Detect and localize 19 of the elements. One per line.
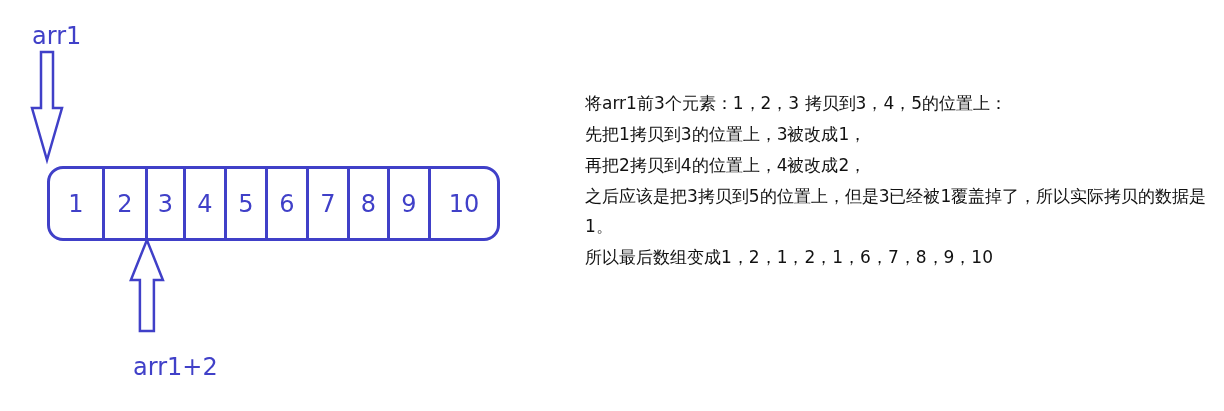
note-text: 将arr1前3个元素：1，2，3 拷贝到3，4，5的位置上： bbox=[585, 92, 1009, 115]
array-cell: 3 bbox=[145, 169, 183, 238]
array-cell: 9 bbox=[387, 169, 428, 238]
array-box bbox=[47, 166, 500, 241]
note-text: 先把1拷贝到3的位置上，3被改成1， bbox=[585, 123, 868, 146]
array-cell: 5 bbox=[224, 169, 265, 238]
array-cell: 8 bbox=[347, 169, 387, 238]
pointer-label: arr1 bbox=[32, 22, 82, 50]
note-text: 所以最后数组变成1，2，1，2，1，6，7，8，9，10 bbox=[585, 246, 994, 269]
array-cell: 1 bbox=[50, 169, 102, 238]
note-text: 再把2拷贝到4的位置上，4被改成2， bbox=[585, 154, 868, 177]
hollow-arrow bbox=[30, 50, 64, 165]
array-cell: 7 bbox=[306, 169, 347, 238]
array-cell: 6 bbox=[265, 169, 306, 238]
pointer-label: arr1+2 bbox=[133, 353, 218, 381]
array-cell: 2 bbox=[102, 169, 145, 238]
array-cell: 4 bbox=[183, 169, 224, 238]
array-cell: 10 bbox=[428, 169, 497, 238]
note-text: 之后应该是把3拷贝到5的位置上，但是3已经被1覆盖掉了，所以实际拷贝的数据是1。 bbox=[585, 185, 1208, 238]
